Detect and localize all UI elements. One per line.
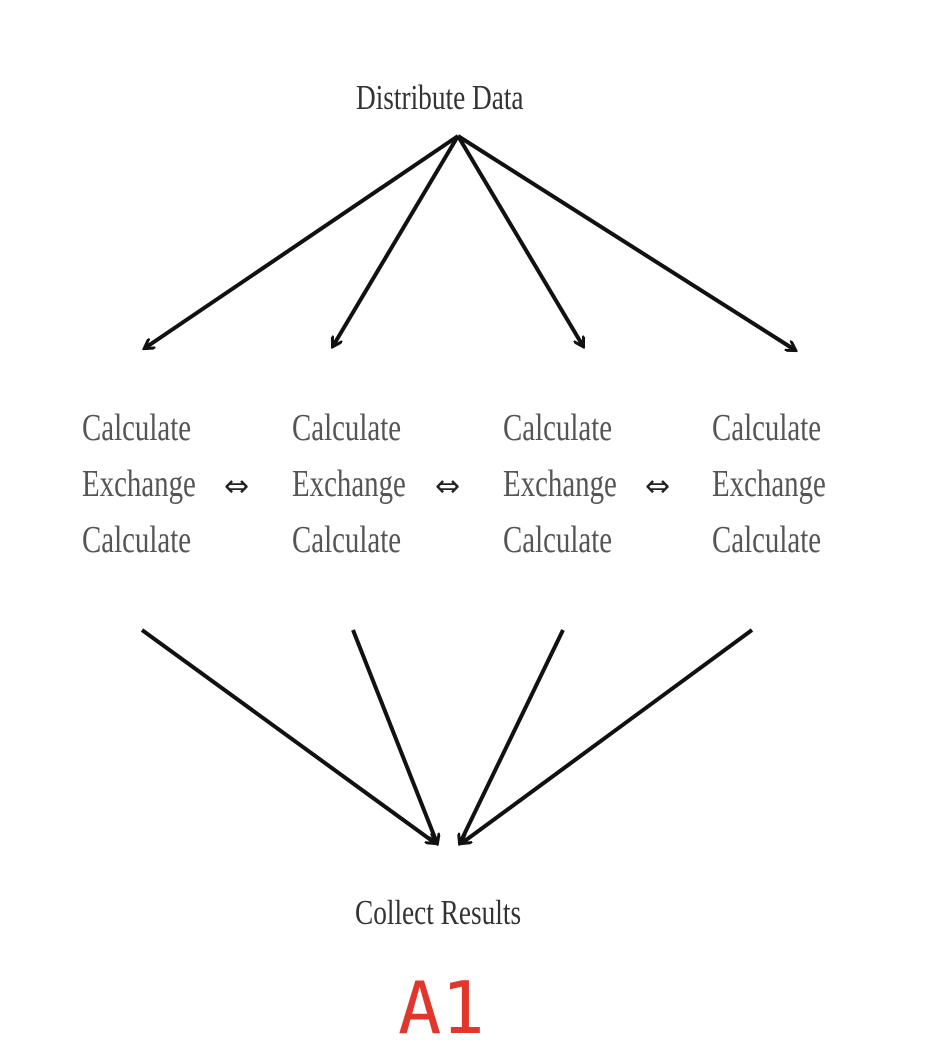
worker-step-calculate: Calculate: [503, 519, 613, 561]
worker-step-exchange: Exchange: [503, 463, 617, 505]
worker-step-calculate: Calculate: [712, 407, 822, 449]
worker-node-1: Calculate Exchange Calculate: [82, 400, 196, 568]
exchange-arrow-3-4: ⇔: [645, 469, 671, 504]
worker-node-2: Calculate Exchange Calculate: [292, 400, 406, 568]
worker-node-3: Calculate Exchange Calculate: [503, 400, 617, 568]
collect-arrow-1: [140, 628, 435, 843]
worker-node-4: Calculate Exchange Calculate: [712, 400, 826, 568]
worker-step-calculate: Calculate: [292, 407, 402, 449]
figure-tag: A1: [398, 966, 485, 1050]
distribute-arrow-1: [145, 134, 460, 348]
distribute-arrow-3: [456, 134, 583, 346]
worker-step-calculate: Calculate: [292, 519, 402, 561]
collect-arrow-3: [460, 629, 565, 843]
exchange-arrow-1-2: ⇔: [224, 469, 250, 504]
worker-step-exchange: Exchange: [292, 463, 406, 505]
distribute-data-label: Distribute Data: [356, 78, 524, 117]
collect-arrow-4: [462, 628, 754, 843]
collect-results-label: Collect Results: [355, 893, 522, 932]
worker-step-calculate: Calculate: [503, 407, 613, 449]
worker-step-exchange: Exchange: [712, 463, 826, 505]
worker-step-exchange: Exchange: [82, 463, 196, 505]
worker-step-calculate: Calculate: [712, 519, 822, 561]
distribute-arrow-2: [333, 134, 460, 346]
distribute-arrow-4: [456, 134, 795, 350]
exchange-arrow-2-3: ⇔: [435, 469, 461, 504]
worker-step-calculate: Calculate: [82, 407, 192, 449]
worker-step-calculate: Calculate: [82, 519, 192, 561]
collect-arrow-2: [351, 629, 437, 843]
